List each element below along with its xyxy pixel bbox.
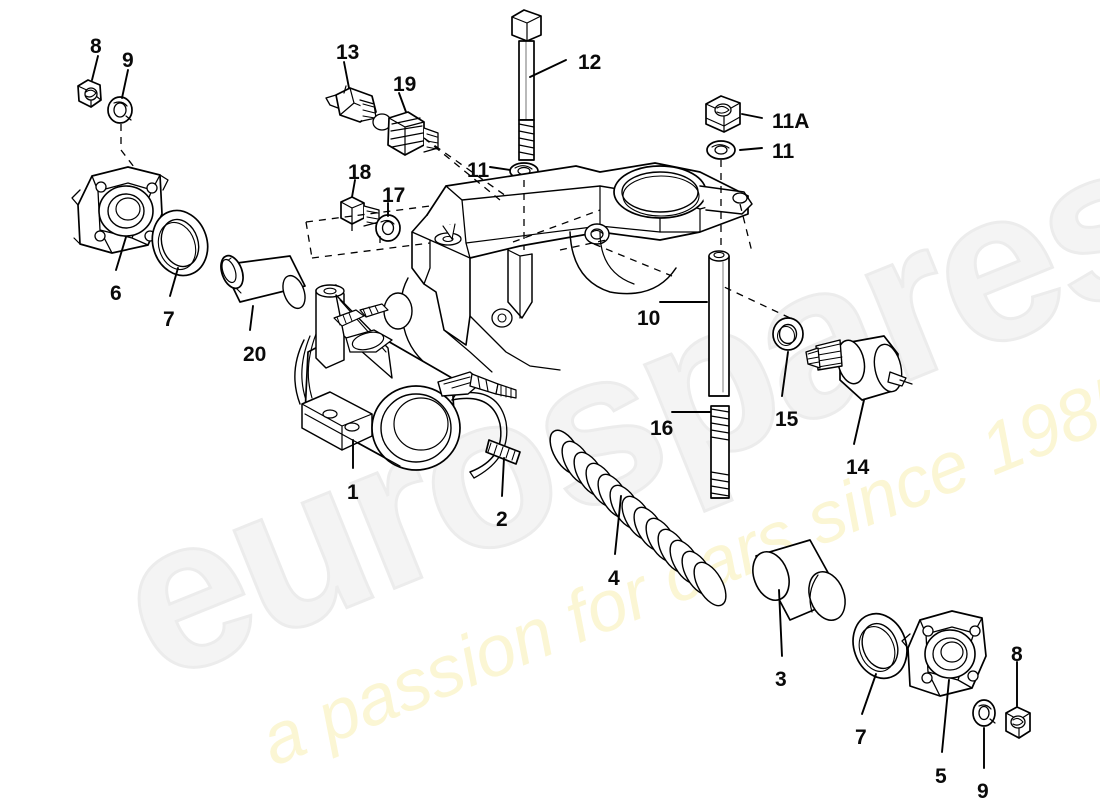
guide-arm-edge-top xyxy=(305,205,431,223)
leader-7-upper xyxy=(169,267,179,297)
leader-15 xyxy=(781,351,789,397)
callout-7-gasket-ring[interactable]: 7 xyxy=(855,726,867,749)
callout-leaders xyxy=(91,55,1018,769)
guide-9-to-6 xyxy=(120,124,135,168)
callout-11-washer[interactable]: 11 xyxy=(772,140,795,163)
part-4-coil-spring xyxy=(549,429,727,607)
part-1-main-housing xyxy=(294,284,517,479)
callout-20-bushing-sleeve[interactable]: 20 xyxy=(243,343,267,366)
callout-3-piston-cylinder[interactable]: 3 xyxy=(775,668,787,691)
callout-16-threaded-stud[interactable]: 16 xyxy=(650,417,674,440)
callout-4-coil-spring[interactable]: 4 xyxy=(608,567,620,590)
part-9-lock-washer-lower xyxy=(972,699,996,727)
guide-19-to-port xyxy=(423,137,501,201)
guide-internal-2 xyxy=(559,239,607,251)
part-18-hex-bolt-small xyxy=(340,196,380,227)
guide-lug xyxy=(739,203,753,253)
leader-11-center xyxy=(489,166,511,171)
part-8-hex-nut-upper xyxy=(77,79,102,108)
callout-11A-lock-nut[interactable]: 11A xyxy=(772,110,810,133)
callout-9-lock-washer[interactable]: 9 xyxy=(122,49,134,72)
callout-9-lock-washer[interactable]: 9 xyxy=(977,780,989,803)
callout-11-washer[interactable]: 11 xyxy=(467,159,490,182)
callout-15-seal-ring[interactable]: 15 xyxy=(775,408,799,431)
callout-8-hex-nut[interactable]: 8 xyxy=(1011,643,1023,666)
part-12-hex-head-bolt xyxy=(511,9,542,161)
part-16-threaded-stud xyxy=(710,405,730,499)
leader-19 xyxy=(398,92,407,113)
leader-13 xyxy=(343,61,350,89)
callout-10-spacer-tube[interactable]: 10 xyxy=(637,307,661,330)
part-6-end-cover-flange xyxy=(71,166,169,254)
callout-8-hex-nut[interactable]: 8 xyxy=(90,35,102,58)
part-19-threaded-plug xyxy=(387,111,439,156)
leader-5 xyxy=(941,679,950,753)
part-7-gasket-ring-upper xyxy=(151,209,209,277)
leader-20 xyxy=(249,305,254,331)
leader-9-upper xyxy=(121,69,129,99)
leader-6 xyxy=(115,236,127,271)
part-11A-lock-nut xyxy=(705,95,741,133)
guide-arm-edge-bot xyxy=(311,242,431,259)
leader-3 xyxy=(778,589,783,657)
callout-6-end-cover-flange[interactable]: 6 xyxy=(110,282,122,305)
part-3-piston-cylinder xyxy=(752,539,846,621)
guide-19-alt xyxy=(423,137,507,197)
callout-12-hex-head-bolt[interactable]: 12 xyxy=(578,51,602,74)
part-5-end-cover-flange-lower xyxy=(901,610,987,697)
part-17-washer-small xyxy=(375,214,401,242)
leader-4 xyxy=(614,495,622,555)
callout-18-hex-bolt-small[interactable]: 18 xyxy=(348,161,372,184)
leader-11-right xyxy=(739,147,763,151)
part-7-gasket-ring-lower xyxy=(852,612,908,680)
part-13-switch-assembly xyxy=(325,85,392,131)
leader-12 xyxy=(529,59,567,78)
callout-2-set-screw[interactable]: 2 xyxy=(496,508,508,531)
part-8-hex-nut-lower xyxy=(1005,706,1031,739)
callout-7-gasket-ring[interactable]: 7 xyxy=(163,308,175,331)
callout-5-end-cover-flange[interactable]: 5 xyxy=(935,765,947,788)
part-20-bushing-sleeve xyxy=(220,254,306,310)
leader-8-upper xyxy=(91,55,99,81)
part-9-lock-washer-upper xyxy=(107,96,133,124)
leader-2 xyxy=(501,457,505,497)
callout-19-threaded-plug[interactable]: 19 xyxy=(393,73,417,96)
callout-1-main-housing[interactable]: 1 xyxy=(347,481,359,504)
part-11-washer-right xyxy=(706,140,736,160)
guide-arm-edge-left xyxy=(305,221,313,259)
leader-7-lower xyxy=(861,673,877,715)
callout-13-switch-assembly[interactable]: 13 xyxy=(336,41,360,64)
part-10-spacer-tube xyxy=(708,250,730,397)
leader-11A xyxy=(741,113,763,119)
leader-14 xyxy=(853,399,865,445)
callout-14-pressure-switch[interactable]: 14 xyxy=(846,456,870,479)
leader-18 xyxy=(351,179,356,198)
assembly-guide-lines xyxy=(120,124,791,319)
part-15-seal-ring xyxy=(772,317,804,351)
guide-internal-1 xyxy=(512,209,601,243)
guide-boss-to-stud xyxy=(593,243,673,277)
mounting-arm-bracket xyxy=(383,162,753,373)
callout-17-washer-small[interactable]: 17 xyxy=(382,184,406,207)
part-2-set-screw xyxy=(485,439,521,465)
part-14-pressure-switch xyxy=(805,335,913,401)
